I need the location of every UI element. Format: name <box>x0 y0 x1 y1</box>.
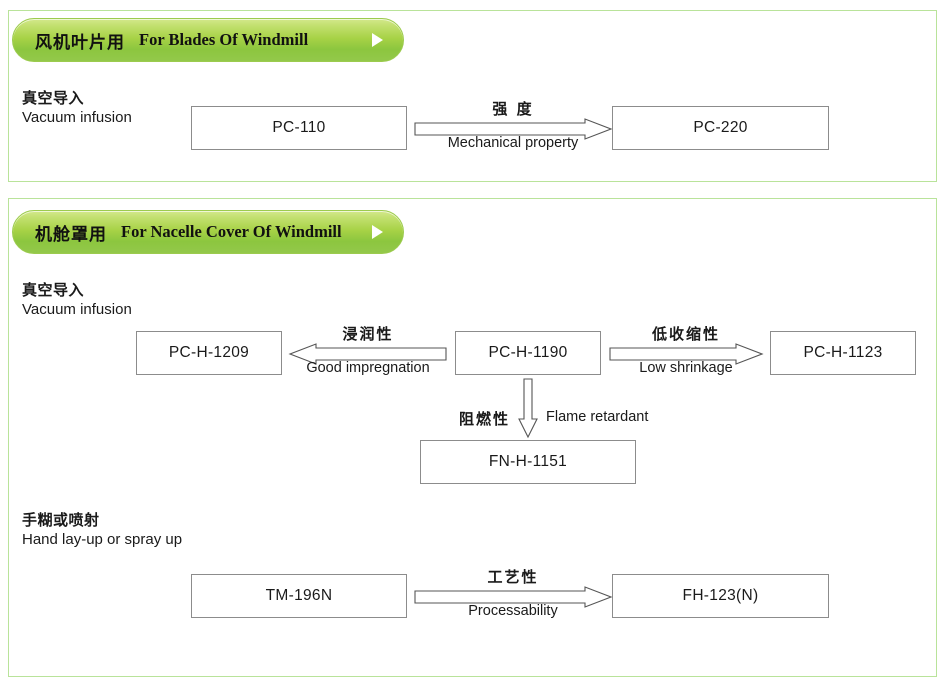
section-title-en-nacelle: For Nacelle Cover Of Windmill <box>121 222 342 241</box>
process-label-hand-layup: 手糊或喷射 Hand lay-up or spray up <box>22 510 182 551</box>
node-box-tm-196n[interactable]: TM-196N <box>191 574 407 618</box>
node-box-pc-110[interactable]: PC-110 <box>191 106 407 150</box>
process-label-en: Vacuum infusion <box>22 301 132 319</box>
process-label-cn: 真空导入 <box>22 281 85 299</box>
process-label-vacuum-infusion-2: 真空导入 Vacuum infusion <box>22 280 132 321</box>
process-label-cn: 手糊或喷射 <box>22 511 100 529</box>
connector-pc1190-to-pc1123 <box>609 343 764 365</box>
process-label-vacuum-infusion-1: 真空导入 Vacuum infusion <box>22 88 132 129</box>
section-header-nacelle[interactable]: 机舱罩用 For Nacelle Cover Of Windmill <box>12 210 404 254</box>
node-box-pc-h-1123[interactable]: PC-H-1123 <box>770 331 916 375</box>
section-title-cn-blades: 风机叶片用 <box>35 32 125 53</box>
process-label-en: Hand lay-up or spray up <box>22 531 183 549</box>
connector-pc1190-to-fn1151 <box>518 378 538 439</box>
caret-right-icon <box>372 33 383 47</box>
connector-tm196n-to-fh123n <box>414 586 613 608</box>
section-title-cn-nacelle: 机舱罩用 <box>35 224 107 245</box>
connector-pc1190-to-pc1209 <box>288 343 447 365</box>
caret-right-icon <box>372 225 383 239</box>
section-title-en-blades: For Blades Of Windmill <box>139 30 309 49</box>
process-label-en: Vacuum infusion <box>22 109 132 127</box>
process-label-cn: 真空导入 <box>22 89 85 107</box>
section-header-blades[interactable]: 风机叶片用 For Blades Of Windmill <box>12 18 404 62</box>
node-box-pc-h-1209[interactable]: PC-H-1209 <box>136 331 282 375</box>
node-box-fn-h-1151[interactable]: FN-H-1151 <box>420 440 636 484</box>
node-box-pc-h-1190[interactable]: PC-H-1190 <box>455 331 601 375</box>
node-box-fh-123n[interactable]: FH-123(N) <box>612 574 829 618</box>
node-box-pc-220[interactable]: PC-220 <box>612 106 829 150</box>
connector-pc110-to-pc220 <box>414 118 613 140</box>
